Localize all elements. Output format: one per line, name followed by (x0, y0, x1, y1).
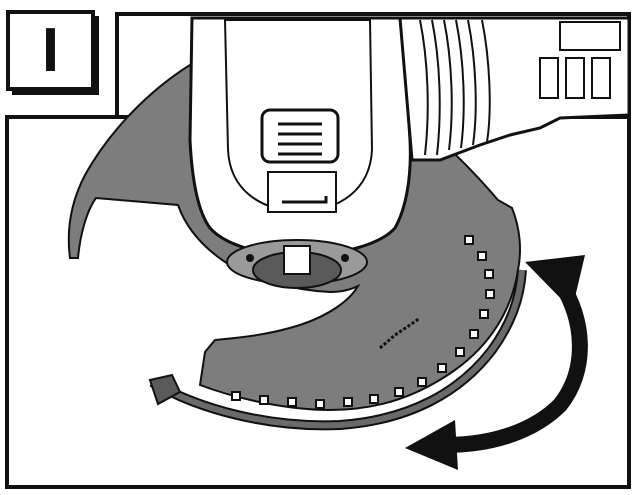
motor-housing (398, 16, 631, 162)
rotate-double-arrow-icon (405, 255, 588, 470)
spindle (283, 245, 311, 275)
motor-vents (419, 19, 491, 156)
guard-front-lip (148, 373, 182, 406)
screw-left (246, 254, 254, 262)
spindle-lock-ribs (278, 122, 322, 156)
guard-rim-inner (150, 269, 525, 429)
screw-right (341, 254, 349, 262)
step-badge-shadow-bottom (12, 89, 99, 95)
gear-housing-arrow (282, 196, 328, 204)
step-badge-shadow (93, 16, 99, 93)
gear-housing-window (267, 171, 337, 213)
step-label: I (41, 15, 60, 85)
step-badge-box (6, 10, 95, 91)
ratchet-teeth (231, 235, 495, 409)
handle-grip-ribs (539, 21, 621, 99)
